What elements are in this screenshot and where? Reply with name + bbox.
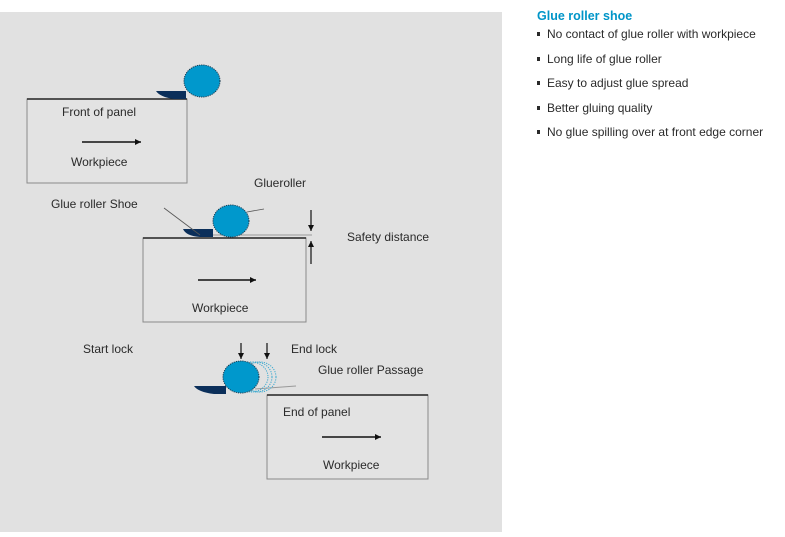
feature-item: No contact of glue roller with workpiece — [537, 27, 763, 52]
end-of-panel-label: End of panel — [283, 405, 351, 419]
workpiece-label-1: Workpiece — [71, 155, 128, 169]
glue-roller-2 — [212, 204, 250, 238]
glue-roller-shoe-1 — [156, 91, 186, 99]
glue-roller-passage-label: Glue roller Passage — [318, 363, 424, 377]
feature-item: Better gluing quality — [537, 101, 763, 126]
start-lock-label: Start lock — [83, 342, 134, 356]
feature-item: Easy to adjust glue spread — [537, 76, 763, 101]
glue-roller-shoe-3 — [194, 386, 226, 394]
workpiece-label-2: Workpiece — [192, 301, 249, 315]
feature-item: Long life of glue roller — [537, 52, 763, 77]
front-of-panel-label: Front of panel — [62, 105, 137, 119]
shoe-leader-line — [163, 207, 201, 236]
roller-trail-1 — [233, 361, 269, 393]
scene-front-of-panel — [26, 64, 221, 184]
scene-safety-distance — [142, 204, 314, 323]
glueroller-label: Glueroller — [254, 176, 307, 190]
glue-roller-3 — [222, 360, 260, 394]
passage-line — [254, 385, 297, 390]
feature-list-title: Glue roller shoe — [537, 9, 633, 23]
workpiece-label-3: Workpiece — [323, 458, 380, 472]
end-lock-label: End lock — [291, 342, 338, 356]
safety-distance-label: Safety distance — [347, 230, 430, 244]
feature-list-panel: Glue roller shoe No contact of glue roll… — [537, 9, 763, 150]
scene-end-of-panel — [194, 343, 429, 480]
feature-list: No contact of glue roller with workpiece… — [537, 27, 763, 150]
glue-roller-shoe-label: Glue roller Shoe — [51, 197, 138, 211]
glue-roller-1 — [183, 64, 221, 98]
workpiece-panel-1 — [26, 98, 188, 184]
feature-item: No glue spilling over at front edge corn… — [537, 125, 763, 150]
glueroller-leader-line — [246, 208, 265, 213]
